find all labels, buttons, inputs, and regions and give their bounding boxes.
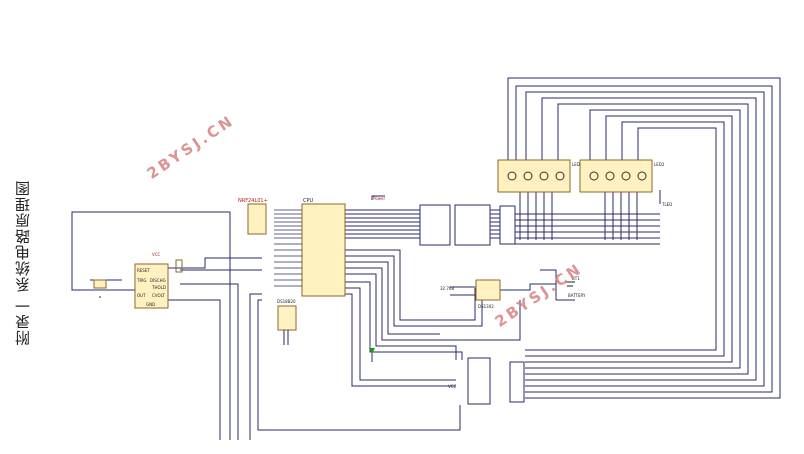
wires xyxy=(71,77,781,440)
reset-pin-label: RESET xyxy=(137,268,150,273)
driver-chip-1 xyxy=(419,204,451,246)
battery-label: BATTERY xyxy=(568,293,586,298)
lower-ic xyxy=(467,357,525,405)
driver-chip-2 xyxy=(454,204,491,246)
nrf24l01-label: NRF24L01+ xyxy=(238,198,268,204)
nrf24l01-module: NRF24L01+ xyxy=(238,198,268,235)
capacitor-component xyxy=(175,259,183,273)
cpu-label: CPU xyxy=(303,198,314,204)
power-label: Power xyxy=(373,196,385,201)
bt1-label: BT1 xyxy=(572,276,580,281)
resistor-component xyxy=(93,279,107,289)
ds1302-label: DS1302 xyxy=(478,304,494,309)
out-pin-label: OUT xyxy=(137,293,146,298)
cpu-chip: CPU Power xyxy=(274,196,385,297)
resistor-network xyxy=(499,205,516,245)
ne555-timer: RESET TRIG OUT DISCHG THOLD CVOLT GND VC… xyxy=(134,252,169,309)
lower-vcc-label: VCC xyxy=(448,384,457,389)
cvolt-pin-label: CVOLT xyxy=(152,293,165,298)
led2-label: LED2 xyxy=(654,162,665,167)
page-title: 附录一 系统电路原理图 xyxy=(14,180,32,346)
led2-display: LED2 xyxy=(579,159,665,193)
555-vcc-label: VCC xyxy=(152,252,161,257)
led1-display: LED1 xyxy=(497,159,583,193)
gnd-arrow-icon xyxy=(369,348,375,354)
555-gnd-label: GND xyxy=(146,302,155,307)
ds18b20-label: DS18B20 xyxy=(277,299,296,304)
trig-pin-label: TRIG xyxy=(136,278,147,283)
crystal-label: 32.768 xyxy=(440,286,454,291)
thold-pin-label: THOLD xyxy=(151,285,166,290)
ds1302-chip: DS1302 32.768 xyxy=(440,279,501,309)
battery-symbol: BATTERY BT1 xyxy=(565,276,586,298)
tled-label: TLED xyxy=(661,202,672,207)
led1-label: LED1 xyxy=(572,162,583,167)
dischg-pin-label: DISCHG xyxy=(150,278,166,283)
ds18b20-sensor: DS18B20 xyxy=(277,299,297,345)
